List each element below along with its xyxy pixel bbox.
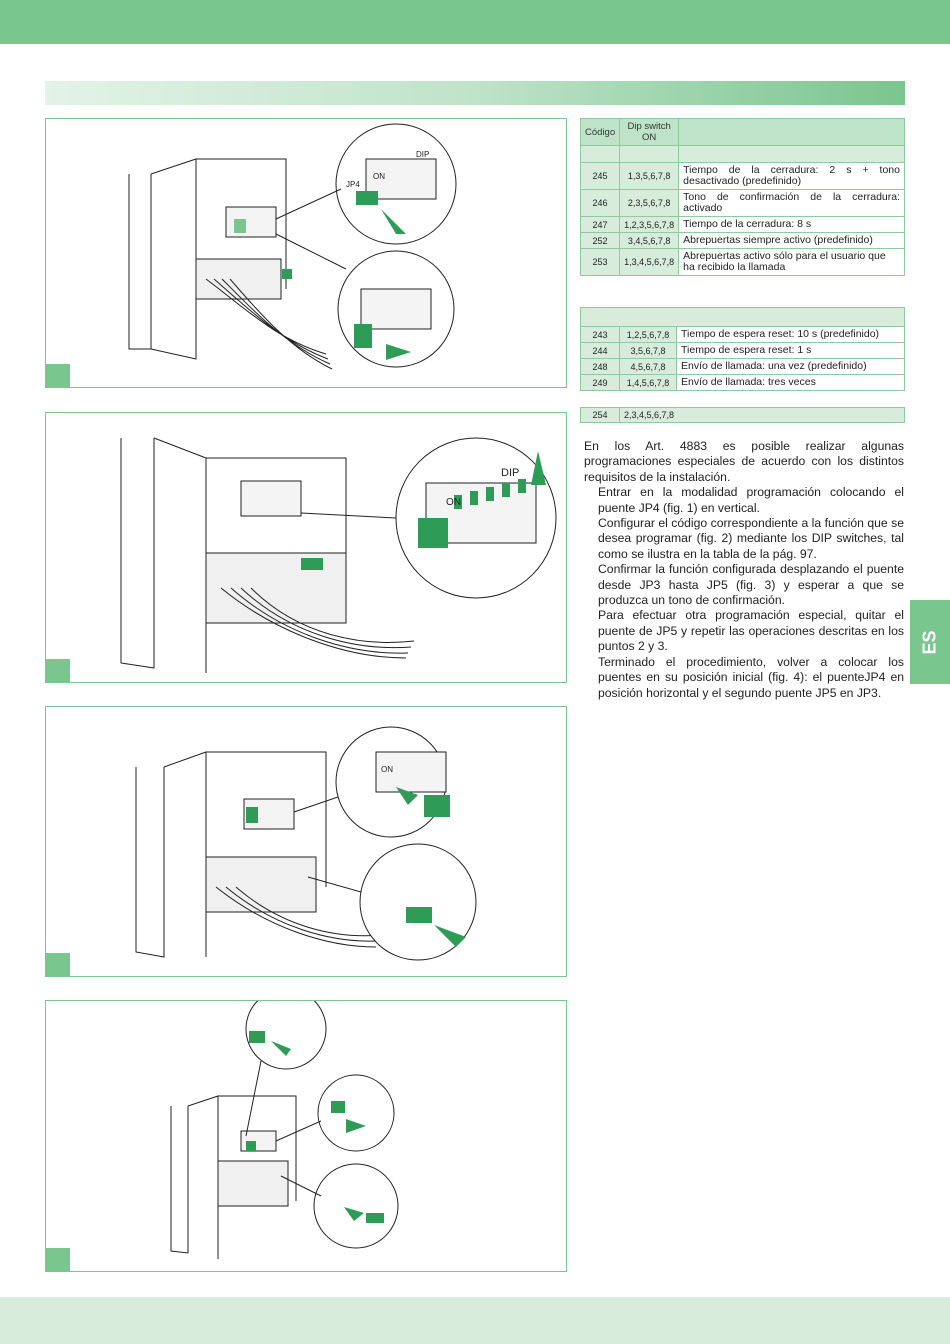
figure-1: DIP ON JP4 [45,118,567,388]
dip-cell: 3,5,6,7,8 [619,342,677,359]
code-cell: 253 [579,248,621,276]
table-row: 247 1,2,3,5,6,7,8 Tiempo de la cerradura… [579,216,905,233]
function-cell: Envío de llamada: tres veces [676,374,905,391]
function-cell: Abrepuertas siempre activo (predefinido) [678,232,905,249]
figure-3-illustration: ON [135,726,477,961]
on-label: ON [381,765,393,774]
on-label: ON [446,497,461,508]
function-cell: Tiempo de la cerradura: 8 s [678,216,905,233]
table-row: 246 2,3,5,6,7,8 Tono de confirmación de … [579,189,905,217]
codes-table-2: 243 1,2,5,6,7,8 Tiempo de espera reset: … [580,307,905,391]
function-cell: Tiempo de espera reset: 10 s (predefinid… [676,326,905,343]
function-cell: Tiempo de espera reset: 1 s [676,342,905,359]
function-cell: Tono de confirmación de la cerradura: ac… [678,189,905,217]
instructions-text: En los Art. 4883 es posible realizar alg… [584,439,904,701]
codes-table-1: Código Dip switch ON 245 1,3,5,6,7,8 Tie… [579,118,905,276]
code-cell: 246 [579,189,621,217]
step-2: Configurar el código correspondiente a l… [598,516,904,561]
table-row: 254 2,3,4,5,6,7,8 [580,407,906,423]
col-header-function [678,118,905,146]
dip-cell: 1,3,4,5,6,7,8 [619,248,680,276]
code-cell: 252 [579,232,621,249]
col-header-codigo: Código [579,118,621,146]
table-row: 253 1,3,4,5,6,7,8 Abrepuertas activo sól… [579,248,905,276]
figure-number-badge [46,953,70,976]
figure-3: ON [45,706,567,977]
table-row: 244 3,5,6,7,8 Tiempo de espera reset: 1 … [580,342,905,359]
dip-cell: 1,3,5,6,7,8 [619,162,680,190]
language-tab-label: ES [919,629,940,655]
figure-4-illustration [170,1001,399,1259]
dip-cell: 2,3,5,6,7,8 [619,189,680,217]
function-cell: Tiempo de la cerradura: 2 s + tono desac… [678,162,905,190]
footer-bar [0,1297,950,1344]
code-cell: 249 [580,374,620,391]
dip-cell: 4,5,6,7,8 [619,358,677,375]
code-cell: 244 [580,342,620,359]
table-row: 249 1,4,5,6,7,8 Envío de llamada: tres v… [580,374,905,391]
on-label: ON [373,172,385,181]
top-header-bar [0,0,950,44]
step-3: Confirmar la función configurada desplaz… [598,562,904,608]
step-5: Terminado el procedimiento, volver a col… [598,654,904,700]
dip-cell: 1,4,5,6,7,8 [619,374,677,391]
jp4-label: JP4 [346,180,360,189]
code-cell: 245 [579,162,621,190]
dip-label: DIP [416,150,429,159]
table-row: 252 3,4,5,6,7,8 Abrepuertas siempre acti… [579,232,905,249]
function-cell: Abrepuertas activo sólo para el usuario … [678,248,905,276]
code-cell: 254 [580,407,620,423]
col-header-dip: Dip switch ON [619,118,680,146]
figure-1-illustration: DIP ON JP4 [128,123,457,370]
table-row: 243 1,2,5,6,7,8 Tiempo de espera reset: … [580,326,905,343]
dip-label: DIP [501,467,519,479]
step-4: Para efectuar otra programación especial… [598,608,904,654]
codes-table-3: 254 2,3,4,5,6,7,8 [580,407,906,423]
code-cell: 247 [579,216,621,233]
step-1: Entrar en la modalidad programación colo… [598,485,904,515]
figure-number-badge [46,364,70,387]
function-cell: Envío de llamada: una vez (predefinido) [676,358,905,375]
table-row: 245 1,3,5,6,7,8 Tiempo de la cerradura: … [579,162,905,190]
figure-number-badge [46,1248,70,1271]
code-cell: 248 [580,358,620,375]
section-title-bar [45,81,905,105]
dip-cell: 2,3,4,5,6,7,8 [619,407,679,423]
code-cell: 243 [580,326,620,343]
figure-2-illustration: DIP ON [120,437,557,673]
figure-4 [45,1000,567,1272]
figure-number-badge [46,659,70,682]
intro-paragraph: En los Art. 4883 es posible realizar alg… [584,439,904,484]
table-row: 248 4,5,6,7,8 Envío de llamada: una vez … [580,358,905,375]
dip-cell: 1,2,5,6,7,8 [619,326,677,343]
dip-cell: 3,4,5,6,7,8 [619,232,680,249]
dip-cell: 1,2,3,5,6,7,8 [619,216,680,233]
figure-2: DIP ON [45,412,567,683]
language-tab: ES [910,600,950,684]
